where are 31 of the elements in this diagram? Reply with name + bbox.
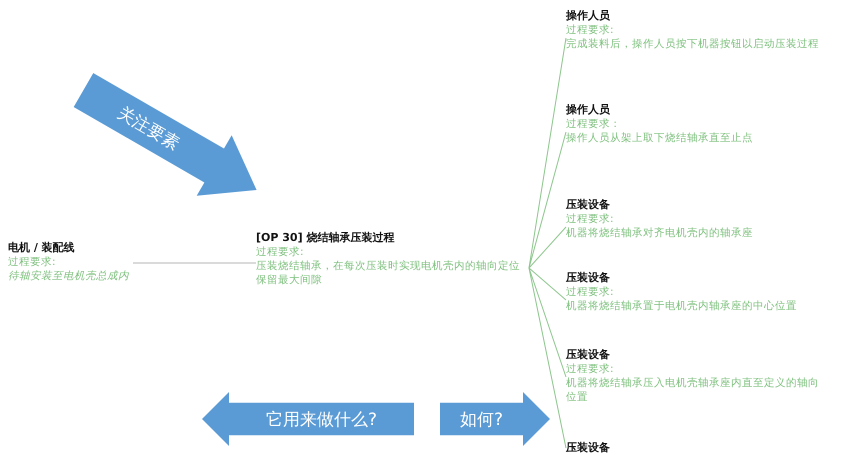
requirement-label: 过程要求: xyxy=(566,362,615,376)
connector-line xyxy=(528,268,566,448)
node-heading: 压装设备 xyxy=(566,197,611,212)
node-heading: 压装设备 xyxy=(566,440,611,455)
requirement-label: 过程要求: xyxy=(566,23,615,37)
connector-line xyxy=(528,268,566,378)
connector-line xyxy=(528,268,566,300)
requirement-label: 过程要求: xyxy=(566,212,615,226)
node-heading: 电机 / 装配线 xyxy=(8,240,76,255)
requirement-text: 机器将烧结轴承置于电机壳内轴承座的中心位置 xyxy=(566,299,798,313)
requirement-label: 过程要求: xyxy=(256,245,305,259)
requirement-text: 完成装料后，操作人员按下机器按钮以启动压装过程 xyxy=(566,37,820,51)
block-arrow: 它用来做什么? xyxy=(202,392,414,446)
connector-line xyxy=(132,262,256,264)
requirement-text: 操作人员从架上取下烧结轴承直至止点 xyxy=(566,131,754,145)
node-heading: 压装设备 xyxy=(566,270,611,285)
node-heading: 压装设备 xyxy=(566,347,611,362)
connector-line xyxy=(528,132,566,268)
connector-line xyxy=(528,226,566,268)
node-heading: [OP 30] 烧结轴承压装过程 xyxy=(256,230,396,245)
requirement-text: 机器将烧结轴承压入电机壳轴承座内直至定义的轴向位置 xyxy=(566,376,820,404)
block-arrow: 如何? xyxy=(440,392,550,446)
requirement-text: 机器将烧结轴承对齐电机壳内的轴承座 xyxy=(566,226,754,240)
requirement-label: 过程要求 : xyxy=(566,117,618,131)
connector-line xyxy=(528,38,566,268)
requirement-text: 压装烧结轴承，在每次压装时实现电机壳内的轴向定位保留最大间隙 xyxy=(256,259,521,287)
node-heading: 操作人员 xyxy=(566,8,611,23)
node-heading: 操作人员 xyxy=(566,102,611,117)
requirement-label: 过程要求: xyxy=(8,255,57,269)
requirement-text: 待轴安装至电机壳总成内 xyxy=(8,269,130,283)
requirement-label: 过程要求: xyxy=(566,285,615,299)
